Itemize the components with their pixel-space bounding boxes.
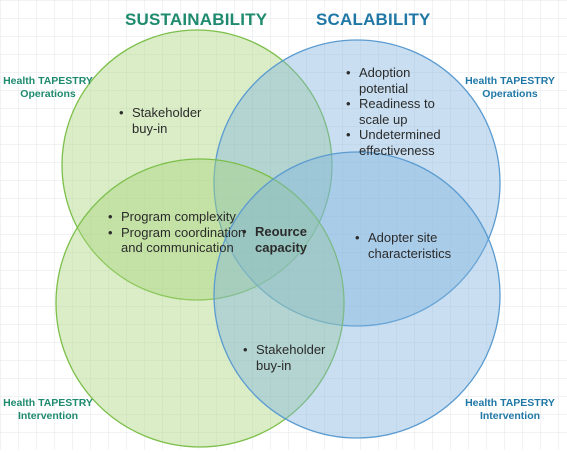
list-item: Stakeholder buy-in — [243, 342, 351, 373]
list-item: Adoption potential — [346, 65, 459, 96]
region-sustainability-intervention-list: Program complexity Program coordination … — [107, 209, 251, 256]
list-item: Program complexity — [108, 209, 251, 225]
region-scalability-intervention-list: Adopter site characteristics — [354, 230, 473, 261]
list-item: Program coordination and communication — [108, 225, 251, 256]
corner-label-bottom-left: Health TAPESTRY Intervention — [3, 397, 93, 422]
scalability-heading: SCALABILITY — [316, 10, 431, 29]
corner-label-top-right: Health TAPESTRY Operations — [465, 75, 555, 100]
list-item: Stakeholder buy-in — [119, 105, 227, 136]
list-item: Readiness to scale up — [346, 96, 459, 127]
corner-label-top-left: Health TAPESTRY Operations — [3, 75, 93, 100]
sustainability-heading: SUSTAINABILITY — [125, 10, 268, 29]
corner-label-bottom-right: Health TAPESTRY Intervention — [465, 397, 555, 422]
region-scalability-operations-list: Adoption potential Readiness to scale up… — [345, 65, 459, 158]
list-item: Reource capacity — [242, 224, 345, 255]
list-item: Adopter site characteristics — [355, 230, 473, 261]
region-sustainability-operations-list: Stakeholder buy-in — [118, 105, 227, 136]
circle-scalability-intervention — [213, 151, 501, 439]
list-item: Undetermined effectiveness — [346, 127, 459, 158]
region-bottom-overlap-list: Stakeholder buy-in — [242, 342, 351, 373]
region-center-list: Reource capacity — [241, 224, 345, 255]
